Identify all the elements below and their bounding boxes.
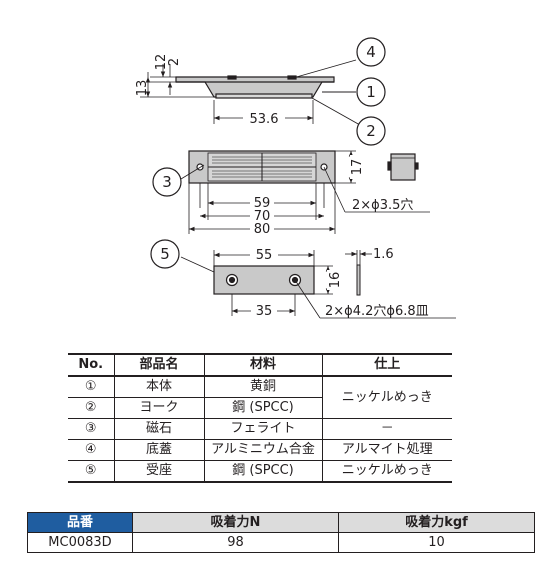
cell-no: ②	[68, 397, 115, 419]
callout-1: 1	[356, 77, 386, 107]
cell-material: フェライト	[203, 418, 323, 440]
cell-no: ④	[68, 439, 115, 461]
dim-53-6: 53.6	[250, 112, 279, 127]
header-force-kgf: 吸着力kgf	[338, 512, 535, 533]
table-row: ⑤ 受座 鋼 (SPCC) ニッケルめっき	[68, 460, 452, 483]
cell-material: 鋼 (SPCC)	[203, 460, 323, 483]
svg-text:4: 4	[366, 43, 376, 61]
cell-finish: －	[321, 418, 452, 440]
dim-55: 55	[256, 248, 273, 263]
header-no: No.	[68, 353, 115, 377]
top-view	[188, 150, 336, 184]
svg-text:2: 2	[366, 122, 376, 140]
dim-16: 16	[328, 272, 343, 289]
parts-table-header: No. 部品名 材料 仕上	[68, 353, 452, 377]
cell-name: 磁石	[113, 418, 205, 440]
spec-table-header: 品番 吸着力N 吸着力kgf	[27, 512, 535, 533]
side-view	[140, 64, 335, 124]
header-product-code: 品番	[27, 512, 133, 533]
callout-2: 2	[356, 116, 386, 146]
cell-finish: ニッケルめっき	[321, 460, 452, 483]
table-row: ② ヨーク 鋼 (SPCC)	[68, 397, 452, 419]
cell-force-kgf: 10	[338, 532, 535, 553]
cell-force-n: 98	[132, 532, 339, 553]
cell-product-code: MC0083D	[27, 532, 133, 553]
spec-table: 品番 吸着力N 吸着力kgf MC0083D 98 10	[27, 512, 535, 553]
cell-name: 本体	[113, 375, 205, 398]
callout-5: 5	[150, 239, 180, 269]
cell-no: ③	[68, 418, 115, 440]
hole-spec-strike: 2×ϕ4.2穴ϕ6.8皿	[325, 304, 429, 319]
svg-text:3: 3	[162, 173, 172, 191]
dim-1-6: 1.6	[373, 247, 394, 262]
svg-text:1: 1	[366, 83, 376, 101]
cell-material: 鋼 (SPCC)	[203, 397, 322, 419]
cell-no: ⑤	[68, 460, 115, 483]
cell-name: ヨーク	[113, 397, 205, 419]
cell-material: アルミニウム合金	[203, 439, 323, 461]
callout-4: 4	[356, 37, 386, 67]
dim-59: 59	[254, 196, 271, 211]
cell-name: 受座	[113, 460, 205, 483]
technical-drawing: 12 2 13 53.6 4 1 2	[135, 37, 456, 319]
dim-70: 70	[254, 209, 271, 224]
header-material: 材料	[203, 353, 323, 377]
dim-12: 12	[154, 54, 169, 71]
callout-3: 3	[152, 167, 182, 197]
table-row: ③ 磁石 フェライト －	[68, 418, 452, 440]
cell-material: 黄銅	[203, 375, 323, 398]
hole-spec-body: 2×ϕ3.5穴	[352, 198, 413, 213]
cell-finish-merged: ニッケルめっき	[321, 375, 452, 419]
side-view-yoke	[215, 93, 313, 99]
header-part-name: 部品名	[113, 353, 205, 377]
cell-finish: アルマイト処理	[321, 439, 452, 461]
dim-13: 13	[135, 80, 150, 97]
table-row: MC0083D 98 10	[27, 532, 535, 553]
end-view	[387, 153, 419, 181]
cell-name: 底蓋	[113, 439, 205, 461]
svg-text:5: 5	[160, 245, 170, 263]
strike-plate-view	[213, 264, 361, 296]
dim-80: 80	[254, 222, 271, 237]
table-row: ① 本体 黄銅 ニッケルめっき	[68, 375, 452, 419]
dim-35: 35	[256, 304, 273, 319]
header-force-n: 吸着力N	[132, 512, 339, 533]
header-finish: 仕上	[321, 353, 452, 377]
dim-2: 2	[167, 58, 182, 66]
table-row: ④ 底蓋 アルミニウム合金 アルマイト処理	[68, 439, 452, 461]
parts-table: No. 部品名 材料 仕上 ① 本体 黄銅 ニッケルめっき ② ヨーク 鋼 (S…	[68, 353, 452, 483]
cell-no: ①	[68, 375, 115, 398]
strike-plate-side	[356, 264, 361, 296]
dim-17: 17	[350, 159, 365, 176]
